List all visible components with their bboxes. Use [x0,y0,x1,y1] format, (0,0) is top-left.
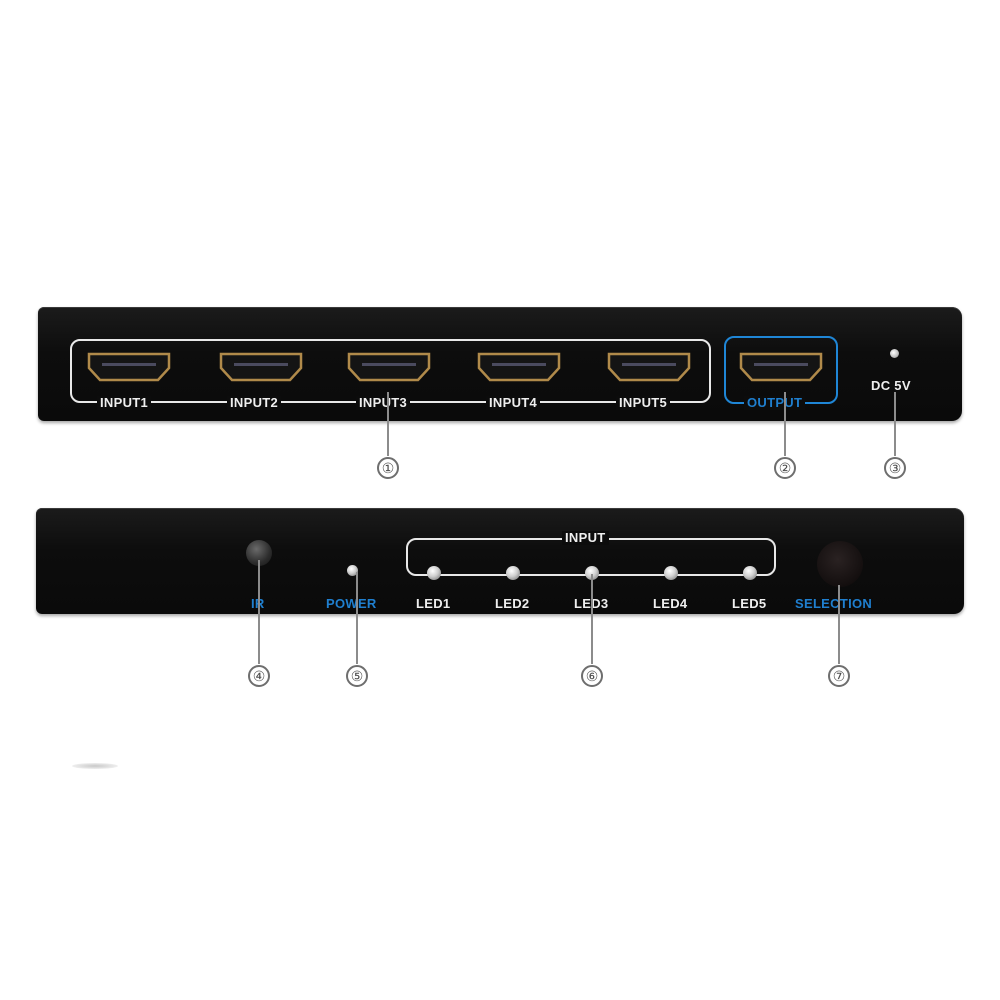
rear-panel: INPUT1 INPUT2 INPUT3 INPUT4 INPUT5 OUTPU… [38,307,962,421]
output-label: OUTPUT [744,396,806,410]
power-label: POWER [326,596,377,611]
led2-label: LED2 [495,596,530,611]
reflection-artifact [72,763,118,769]
led2-indicator [506,566,520,580]
led1-label: LED1 [416,596,451,611]
ir-label: IR [248,597,268,611]
leader-line-7 [838,585,840,664]
callout-4: ④ [248,665,270,687]
input-group-label: INPUT [562,531,609,545]
led4-indicator [664,566,678,580]
callout-2: ② [774,457,796,479]
dc-power-jack[interactable] [890,349,899,358]
dc-5v-label: DC 5V [871,378,911,393]
input1-label: INPUT1 [97,396,152,410]
callout-1: ① [377,457,399,479]
selection-label: SELECTION [795,596,873,611]
leader-line-1 [387,392,389,456]
power-led [347,565,358,576]
leader-line-5 [356,572,358,664]
hdmi-port-icon[interactable] [86,351,172,383]
input5-label: INPUT5 [616,396,671,410]
led4-label: LED4 [653,596,688,611]
led5-label: LED5 [732,596,767,611]
input2-label: INPUT2 [227,396,282,410]
leader-line-4 [258,560,260,664]
leader-line-3 [894,392,896,456]
leader-line-6 [591,574,593,664]
callout-3: ③ [884,457,906,479]
hdmi-port-icon[interactable] [476,351,562,383]
hdmi-port-icon[interactable] [346,351,432,383]
input3-label: INPUT3 [356,396,411,410]
selection-button[interactable] [817,541,863,587]
callout-5: ⑤ [346,665,368,687]
led1-indicator [427,566,441,580]
led3-indicator [585,566,599,580]
callout-7: ⑦ [828,665,850,687]
callout-6: ⑥ [581,665,603,687]
front-panel: IR POWER INPUT LED1 LED2 LED3 LED4 LED5 … [36,508,964,614]
led5-indicator [743,566,757,580]
leader-line-2 [784,392,786,456]
hdmi-port-icon[interactable] [606,351,692,383]
input4-label: INPUT4 [486,396,541,410]
hdmi-port-icon[interactable] [218,351,304,383]
hdmi-output-port-icon[interactable] [738,351,824,383]
